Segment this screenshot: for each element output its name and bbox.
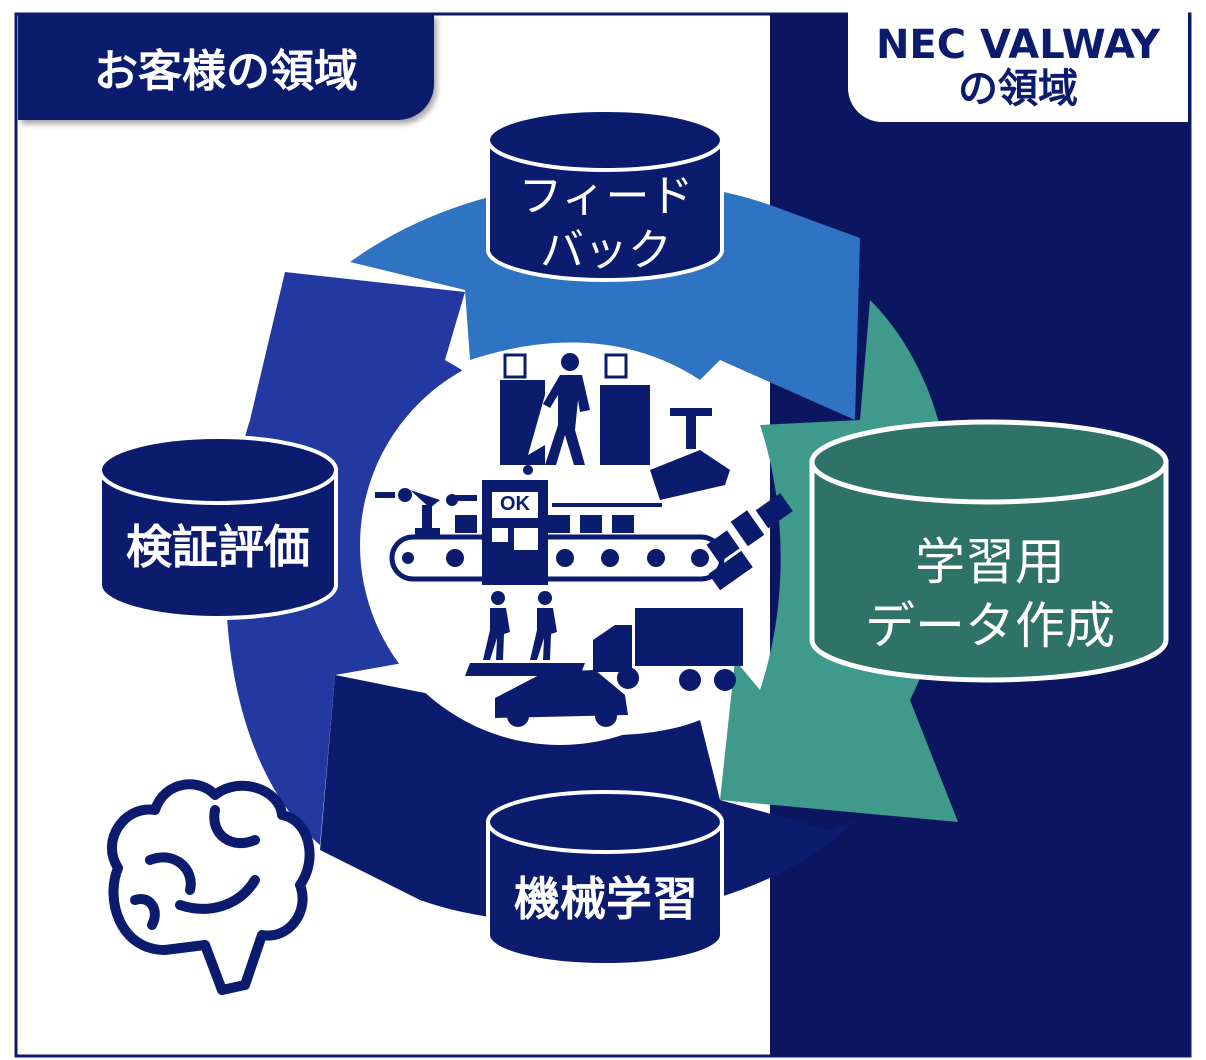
satellite-icon xyxy=(706,493,793,591)
data-creation-line1: 学習用 xyxy=(915,533,1065,591)
truck-icon xyxy=(593,608,743,691)
valway-area-tag: NEC VALWAY の領域 xyxy=(848,12,1188,122)
ok-label: OK xyxy=(500,493,530,515)
valway-area-line1: NEC VALWAY xyxy=(875,22,1161,68)
walking-person-icon xyxy=(543,353,590,465)
car-icon xyxy=(495,670,628,727)
feedback-label-text: フィードバック xyxy=(518,171,694,276)
data-creation-label: 学習用 データ作成 xyxy=(815,530,1165,658)
inspection-machine-icon xyxy=(482,465,548,585)
application-icons xyxy=(375,353,793,727)
feedback-label: フィードバック xyxy=(490,170,722,278)
data-creation-line2: データ作成 xyxy=(865,597,1115,655)
security-gate-icon xyxy=(500,353,650,465)
brain-icon xyxy=(107,779,315,995)
data-creation-cylinder xyxy=(809,419,1169,683)
machine-learning-cylinder xyxy=(486,790,724,967)
feedback-arrow xyxy=(350,180,860,420)
verification-cylinder xyxy=(98,435,338,620)
verification-label: 検証評価 xyxy=(100,520,336,575)
feedback-cylinder xyxy=(486,108,724,282)
verification-label-text: 検証評価 xyxy=(126,520,310,574)
customer-area-label: お客様の領域 xyxy=(94,46,358,97)
verification-arrow xyxy=(225,272,465,845)
machine-learning-label-text: 機械学習 xyxy=(514,872,698,926)
customer-area-tag: お客様の領域 xyxy=(18,14,434,120)
security-camera-icon xyxy=(650,408,730,500)
machine-learning-label: 機械学習 xyxy=(490,872,722,927)
robot-arm-icon xyxy=(375,488,477,536)
valway-area-line2: の領域 xyxy=(958,66,1078,112)
